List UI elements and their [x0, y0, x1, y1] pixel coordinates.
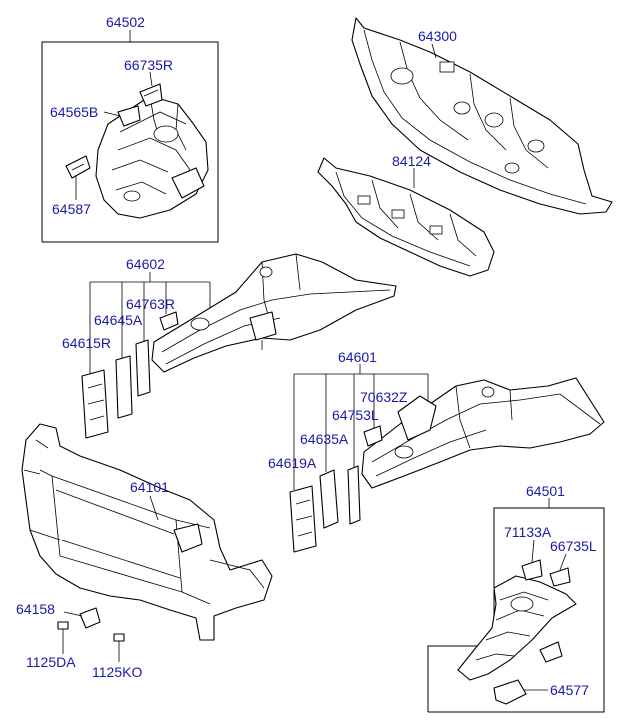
part-1125DA-bolt[interactable] — [57, 621, 69, 648]
part-1125KO-bolt[interactable] — [113, 633, 125, 656]
part-84124-cowl[interactable] — [317, 157, 495, 277]
group-frame-64501 — [427, 498, 605, 713]
part-64763R-bracket[interactable] — [159, 311, 179, 331]
callout-64645A[interactable]: 64645A — [94, 312, 143, 328]
part-64635A-plate[interactable] — [319, 469, 339, 529]
callout-64158[interactable]: 64158 — [16, 601, 55, 617]
callout-64587[interactable]: 64587 — [52, 201, 91, 217]
callout-64502[interactable]: 64502 — [106, 14, 145, 30]
part-64577-bracket[interactable] — [493, 679, 527, 705]
part-64602-side-member[interactable] — [151, 253, 397, 373]
part-64501-apron[interactable] — [457, 575, 577, 681]
callout-66735R[interactable]: 66735R — [124, 57, 173, 73]
part-70632Z-bracket[interactable] — [363, 425, 383, 447]
part-64158-bracket[interactable] — [79, 607, 101, 629]
callout-64577[interactable]: 64577 — [550, 682, 589, 698]
callout-64602[interactable]: 64602 — [126, 256, 165, 272]
callout-71133A[interactable]: 71133A — [504, 524, 552, 540]
callout-64619A[interactable]: 64619A — [268, 455, 317, 471]
part-64615R-extension[interactable] — [81, 355, 133, 439]
callout-64300[interactable]: 64300 — [418, 28, 457, 44]
part-64753L-plate[interactable] — [347, 465, 361, 525]
callouts: 64502 66735R 64565B 64587 64300 84124 64… — [16, 14, 597, 698]
callout-64753L[interactable]: 64753L — [332, 407, 379, 423]
callout-64635A[interactable]: 64635A — [300, 431, 349, 447]
callout-66735L[interactable]: 66735L — [550, 538, 597, 554]
callout-1125DA[interactable]: 1125DA — [26, 654, 76, 670]
part-64565B-bracket[interactable] — [117, 105, 141, 127]
callout-1125KO[interactable]: 1125KO — [92, 664, 142, 680]
part-64619A-extension[interactable] — [289, 485, 317, 553]
part-66735R-bracket[interactable] — [139, 83, 163, 107]
callout-70632Z[interactable]: 70632Z — [360, 389, 408, 405]
callout-84124[interactable]: 84124 — [392, 153, 431, 169]
part-64587-bracket[interactable] — [65, 155, 91, 179]
callout-64565B[interactable]: 64565B — [50, 104, 98, 120]
callout-64763R[interactable]: 64763R — [126, 296, 175, 312]
part-71133A-bracket[interactable] — [521, 559, 543, 581]
callout-64101[interactable]: 64101 — [130, 479, 169, 495]
part-64601-side-member[interactable] — [361, 377, 605, 489]
part-64101-radiator-support[interactable] — [21, 423, 273, 641]
part-66735L-bracket[interactable] — [549, 567, 571, 587]
callout-64615R[interactable]: 64615R — [62, 335, 111, 351]
part-64645A-plate[interactable] — [135, 339, 151, 397]
callout-64501[interactable]: 64501 — [526, 483, 565, 499]
group-frame-64502 — [41, 30, 219, 243]
part-64300-dash-panel[interactable] — [351, 17, 613, 215]
callout-64601[interactable]: 64601 — [338, 349, 377, 365]
